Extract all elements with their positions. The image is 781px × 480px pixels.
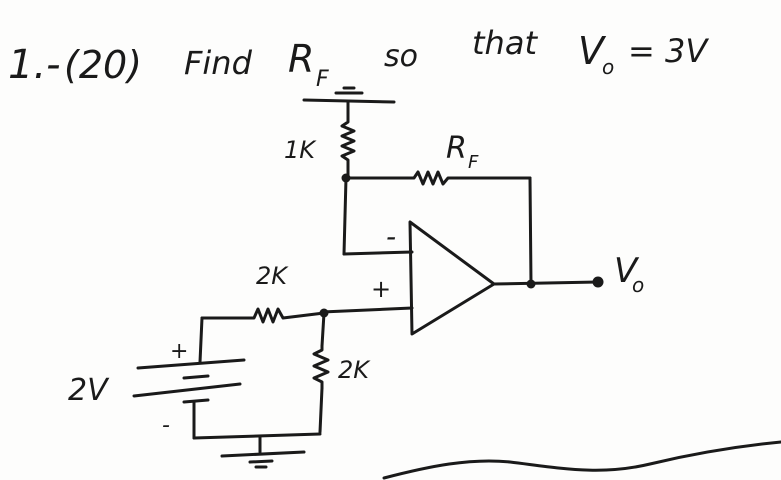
battery-minus-sign: - xyxy=(162,413,170,438)
output-label-subscript: o xyxy=(632,273,644,297)
op-amp-minus-sign: - xyxy=(386,220,396,253)
bottom-ground-icon xyxy=(220,450,306,469)
op-amp-plus-sign: + xyxy=(371,275,391,303)
problem-output-variable: V xyxy=(578,29,607,73)
op-amp xyxy=(408,220,496,336)
rf-label: R xyxy=(446,131,467,166)
output-node xyxy=(526,279,536,289)
battery-icon xyxy=(132,358,246,440)
output-label: V xyxy=(614,251,640,291)
resistor-2k-shunt xyxy=(312,344,330,390)
problem-variable: R xyxy=(288,37,314,81)
problem-variable-subscript: F xyxy=(316,67,329,92)
top-ground-icon xyxy=(302,86,396,116)
resistor-1k xyxy=(340,112,356,170)
problem-so-word: so xyxy=(384,39,418,74)
battery-plus-sign: + xyxy=(170,339,188,364)
problem-that-word: that xyxy=(472,24,538,62)
page-break-line xyxy=(382,440,781,480)
rf-label-subscript: F xyxy=(468,152,479,173)
battery-voltage-label: 2V xyxy=(68,373,110,408)
problem-statement: 1.- (20) Find R F so that V o = 3V xyxy=(8,24,709,92)
resistor-1k-label: 1K xyxy=(284,136,317,164)
output-terminal xyxy=(592,276,604,288)
problem-number: 1.- xyxy=(8,42,61,88)
problem-output-subscript: o xyxy=(602,55,614,79)
problem-points: (20) xyxy=(64,43,142,87)
resistor-2k-series-label: 2K xyxy=(256,262,289,290)
resistor-2k-series xyxy=(248,307,326,324)
resistor-2k-shunt-label: 2K xyxy=(338,356,371,384)
problem-target-value: = 3V xyxy=(628,32,709,70)
problem-find-word: Find xyxy=(184,44,253,82)
resistor-rf xyxy=(406,170,460,186)
